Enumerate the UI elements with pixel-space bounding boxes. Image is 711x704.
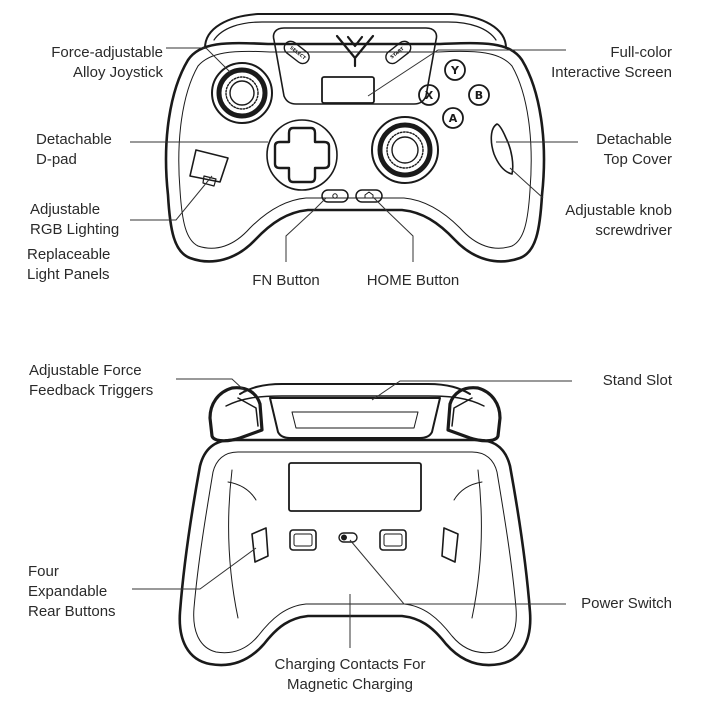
front-body [164,41,546,263]
b-label: B [475,89,483,102]
fn-circle-icon [332,193,338,199]
right-trigger[interactable] [446,386,502,443]
label-stand-slot: Stand Slot [602,372,672,389]
label-rear-buttons: Four Expandable Rear Buttons [28,563,116,620]
leader-triggers [176,378,247,393]
fn-button[interactable] [321,189,349,203]
back-controller [178,383,532,667]
left-joystick[interactable] [211,62,273,124]
screen-display [321,76,375,104]
rear-button-4[interactable] [441,527,459,563]
front-shoulder [204,13,507,49]
home-house-icon [364,191,374,199]
front-controller [164,13,546,263]
select-button[interactable] [282,39,312,66]
label-fn: FN Button [252,272,320,289]
leader-power [349,539,566,605]
leader-rear [132,547,257,590]
dpad[interactable] [273,126,331,184]
label-top-cover: Detachable Top Cover [596,131,672,168]
rear-screen [288,462,422,512]
label-charging: Charging Contacts For Magnetic Charging [274,656,426,693]
a-button[interactable] [442,107,464,129]
y-button[interactable] [444,59,466,81]
leader-stand [371,380,572,401]
b-button[interactable] [468,84,490,106]
start-button[interactable] [383,39,413,66]
leader-rgb [130,175,213,221]
leader-home [373,197,414,262]
label-rgb: Adjustable RGB Lighting [30,201,120,238]
leader-joystick [166,47,231,73]
label-dpad: Detachable D-pad [36,131,112,168]
screen-panel [272,27,438,105]
x-button[interactable] [418,84,440,106]
label-home: HOME Button [366,272,460,289]
x-label: X [425,89,434,102]
right-joystick[interactable] [371,116,439,184]
home-button[interactable] [355,189,383,203]
left-light-panel [189,149,229,183]
label-light-panels: Replaceable Light Panels [27,246,111,283]
power-switch[interactable] [338,532,358,543]
back-body [178,438,532,667]
select-label: SELECT [288,45,307,62]
leader-knob [509,167,544,199]
leader-fn [285,197,327,262]
controller-logo-icon [335,34,375,68]
start-label: START [389,45,406,60]
leader-screen [367,49,566,97]
label-knob: Adjustable knob screwdriver [565,202,672,239]
knob-screwdriver[interactable] [490,123,514,175]
label-triggers: Adjustable Force Feedback Triggers [29,362,154,399]
stand-slot [269,397,441,439]
dpad-ring [266,119,338,191]
rear-button-1[interactable] [289,529,317,551]
left-trigger[interactable] [208,386,264,443]
label-joystick: Force-adjustable Alloy Joystick [51,44,163,81]
y-label: Y [450,64,460,77]
label-power-switch: Power Switch [581,595,672,612]
rear-button-2[interactable] [379,529,407,551]
label-screen: Full-color Interactive Screen [551,44,672,81]
a-label: A [449,112,458,125]
rear-button-3[interactable] [251,527,269,563]
leader-lines [130,47,578,648]
